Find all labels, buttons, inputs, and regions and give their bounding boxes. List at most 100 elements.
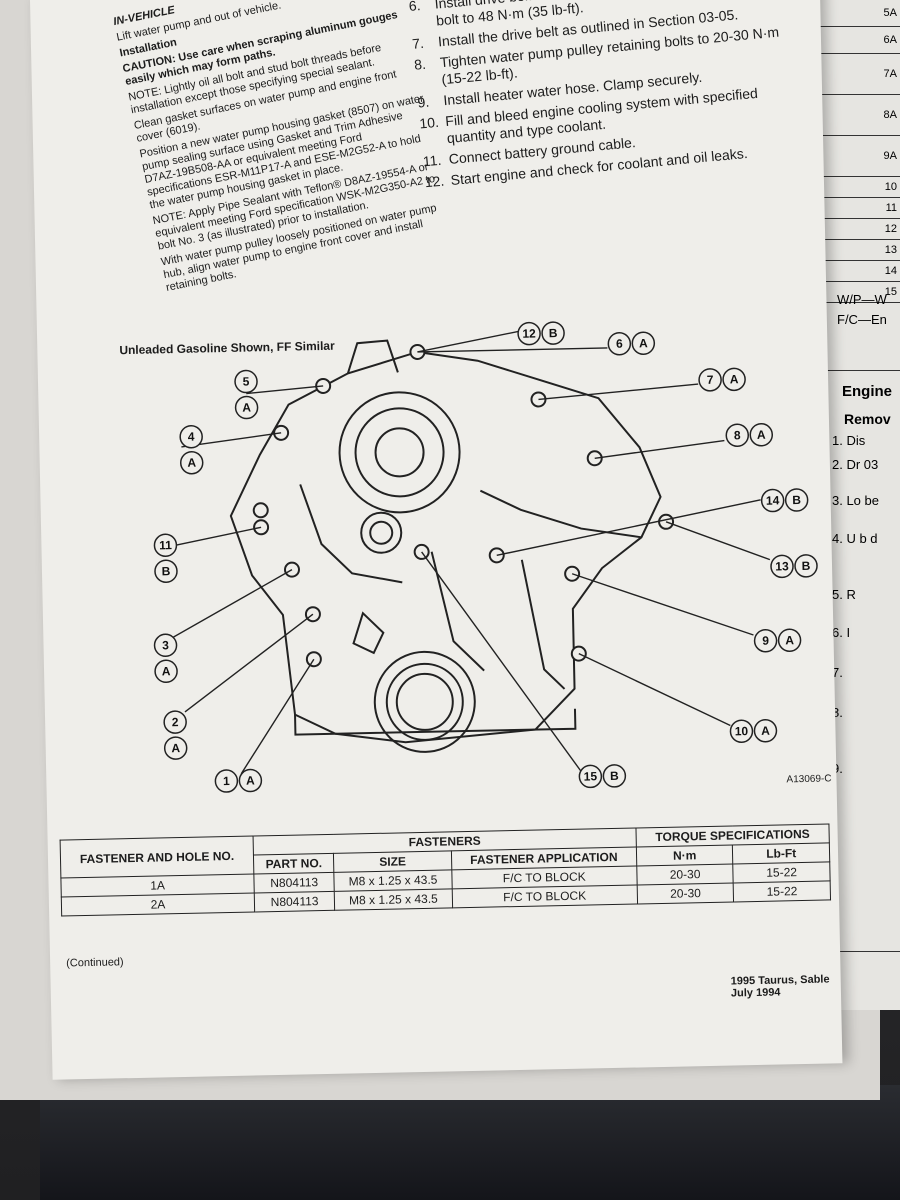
callout-letter: B: [610, 769, 619, 783]
callout-2: 2 A: [163, 710, 188, 760]
callout-number: 9: [762, 634, 769, 648]
callouts: 1 A 2 A 3 A 4 A: [153, 321, 818, 793]
callout-number: 12: [522, 326, 536, 340]
callout-11: 11 B: [153, 533, 178, 584]
rp-cell: 6A: [811, 27, 900, 54]
callout-12: 12 B: [517, 321, 565, 346]
continued-label: (Continued): [66, 956, 124, 970]
callout-6: 6 A: [607, 331, 656, 356]
front-cover-diagram: 1 A 2 A 3 A 4 A: [153, 321, 818, 793]
callout-number: 1: [223, 774, 230, 788]
rp-subheading: Remov: [844, 411, 891, 427]
cell-lbft: 15-22: [733, 861, 831, 883]
callout-number: 15: [584, 769, 598, 783]
rp-cell: 12: [811, 219, 900, 240]
fc-abbrev: F/C—En: [837, 312, 887, 327]
callout-number: 11: [159, 538, 172, 552]
wp-abbrev: W/P—W: [837, 292, 887, 307]
callout-letter: B: [802, 559, 811, 573]
rp-item: 9.: [832, 761, 843, 776]
rp-heading: Engine: [842, 383, 893, 400]
callout-number: 14: [766, 493, 780, 507]
callout-letter: A: [242, 400, 251, 414]
rp-cell: 14: [811, 261, 900, 282]
callout-number: 10: [735, 724, 749, 738]
rp-cell: 9A: [811, 136, 900, 177]
cell-hole: 2A: [61, 892, 255, 917]
callout-number: 8: [734, 428, 741, 442]
callout-letter: A: [761, 724, 770, 738]
callout-10: 10 A: [729, 719, 778, 744]
callout-number: 5: [243, 374, 250, 388]
torque-spec-table: FASTENER AND HOLE NO. FASTENERS TORQUE S…: [60, 823, 831, 917]
callout-15: 15 B: [578, 764, 627, 789]
cell-application: F/C TO BLOCK: [451, 884, 638, 908]
right-page-box: Engine Remov 1. Dis 2. Dr 03 3. Lo be 4.…: [821, 370, 900, 952]
header-lbft: Lb-Ft: [732, 842, 830, 864]
callout-5: 5 A: [234, 369, 259, 420]
rp-item: 5. R: [832, 587, 856, 602]
callout-letter: A: [639, 336, 648, 350]
header-part-no: PART NO.: [253, 853, 335, 875]
fabric-background: [40, 1085, 900, 1200]
step-number: 11.: [422, 151, 442, 170]
figure-code: A13069-C: [786, 773, 832, 786]
callout-letter: A: [757, 428, 766, 442]
callout-7: 7 A: [698, 367, 746, 392]
step-number: 12.: [424, 172, 445, 191]
callout-number: 7: [707, 373, 714, 387]
idler-boss: [360, 511, 403, 554]
callout-letter: B: [162, 564, 171, 578]
callout-number: 4: [188, 430, 195, 444]
callout-3: 3 A: [153, 633, 178, 684]
header-size: SIZE: [333, 850, 452, 873]
step-number: 7.: [411, 34, 425, 52]
manual-page: IN-VEHICLE Lift water pump and out of ve…: [30, 0, 843, 1080]
rp-cell: 15: [811, 282, 900, 303]
callout-1: 1 A: [214, 768, 263, 793]
cell-nm: 20-30: [636, 863, 734, 885]
rp-item: 4. U b d: [832, 531, 878, 546]
callout-letter: A: [246, 773, 255, 787]
water-pump-housing: [338, 391, 461, 514]
callout-number: 3: [162, 638, 169, 652]
rp-item: 8.: [832, 705, 843, 720]
rp-item: 1. Dis: [832, 433, 866, 448]
callout-8: 8 A: [725, 423, 774, 448]
callout-number: 2: [172, 715, 179, 729]
rp-cell: 13: [811, 240, 900, 261]
rp-cell: 8A: [811, 95, 900, 136]
callout-4: 4 A: [179, 424, 204, 475]
rp-item: 2. Dr 03: [832, 457, 879, 472]
right-text-column: 6.Install drive belt tensioner with two …: [408, 0, 804, 195]
rp-item: 7.: [832, 665, 843, 680]
header-fastener-hole: FASTENER AND HOLE NO.: [60, 836, 254, 879]
step-number: 6.: [408, 0, 422, 15]
rp-cell: 5A: [811, 0, 900, 27]
rp-cell: 7A: [811, 54, 900, 95]
cell-size: M8 x 1.25 x 43.5: [334, 888, 453, 911]
callout-letter: A: [187, 456, 196, 470]
callout-13: 13 B: [770, 554, 818, 579]
callout-letter: B: [792, 493, 801, 507]
callout-number: 13: [775, 559, 789, 573]
crank-seal: [373, 650, 476, 753]
rp-item: 6. I: [832, 625, 851, 640]
callout-14: 14 B: [760, 488, 809, 513]
step-number: 10.: [418, 113, 440, 132]
callout-letter: B: [549, 326, 558, 340]
cell-size: M8 x 1.25 x 43.5: [334, 869, 452, 892]
cell-lbft: 15-22: [733, 880, 831, 902]
callout-letter: A: [785, 633, 794, 647]
cell-nm: 20-30: [637, 882, 734, 904]
callout-letter: A: [162, 664, 171, 678]
rp-cell: 11: [811, 198, 900, 219]
cell-part: N804113: [253, 872, 335, 893]
callout-letter: A: [171, 741, 180, 755]
leader-lines: [173, 328, 771, 775]
right-page-table: 5A 6A 7A 8A 9A 10 11 12 13 14 15: [811, 0, 900, 303]
cover-outline: [229, 339, 662, 744]
callout-letter: A: [730, 372, 739, 386]
page-footer: 1995 Taurus, Sable July 1994: [730, 973, 830, 1000]
callout-9: 9 A: [753, 628, 802, 653]
